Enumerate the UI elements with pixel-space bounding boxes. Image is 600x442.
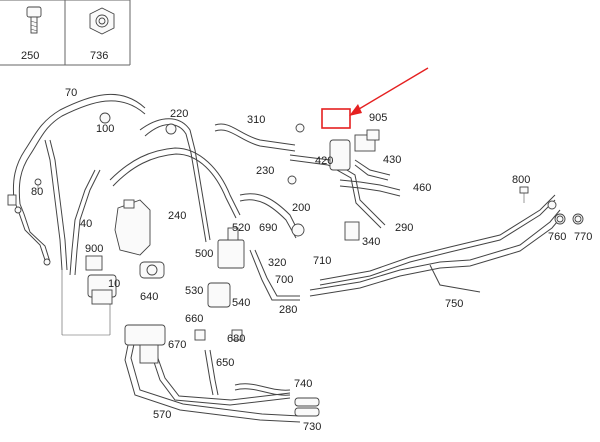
part-number-740[interactable]: 740 [294, 378, 312, 390]
part-number-520[interactable]: 520 [232, 222, 250, 234]
part-number-900[interactable]: 900 [85, 243, 103, 255]
screw-icon [26, 6, 42, 34]
part-number-430[interactable]: 430 [383, 154, 401, 166]
part-number-200[interactable]: 200 [292, 202, 310, 214]
part-number-460[interactable]: 460 [413, 182, 431, 194]
part-number-640[interactable]: 640 [140, 291, 158, 303]
part-number-690[interactable]: 690 [259, 222, 277, 234]
part-number-500[interactable]: 500 [195, 248, 213, 260]
part-number-420[interactable]: 420 [315, 155, 333, 167]
part-number-320[interactable]: 320 [268, 257, 286, 269]
legend-number[interactable]: 250 [21, 50, 39, 62]
legend-number[interactable]: 736 [90, 50, 108, 62]
part-number-670[interactable]: 670 [168, 339, 186, 351]
part-number-40[interactable]: 40 [80, 218, 92, 230]
part-number-760[interactable]: 760 [548, 231, 566, 243]
lower-assembly [124, 324, 320, 423]
highlight-arrowhead [349, 104, 362, 116]
legend: 250 736 [0, 0, 131, 66]
part-number-750[interactable]: 750 [445, 298, 463, 310]
part-number-570[interactable]: 570 [153, 409, 171, 421]
part-number-340[interactable]: 340 [362, 236, 380, 248]
part-number-280[interactable]: 280 [279, 304, 297, 316]
part-number-290[interactable]: 290 [395, 222, 413, 234]
highlight-400 [321, 67, 429, 129]
part-number-700[interactable]: 700 [275, 274, 293, 286]
part-number-680[interactable]: 680 [227, 333, 245, 345]
part-number-310[interactable]: 310 [247, 114, 265, 126]
center-assembly [109, 118, 305, 341]
highlight-box [321, 108, 351, 129]
part-number-100[interactable]: 100 [96, 123, 114, 135]
part-number-70[interactable]: 70 [65, 87, 77, 99]
part-number-530[interactable]: 530 [185, 285, 203, 297]
part-number-230[interactable]: 230 [256, 165, 274, 177]
part-number-730[interactable]: 730 [303, 421, 321, 433]
left-pipe-assembly [7, 93, 146, 336]
part-number-80[interactable]: 80 [31, 186, 43, 198]
part-number-220[interactable]: 220 [170, 108, 188, 120]
nut-icon [89, 7, 115, 35]
part-number-770[interactable]: 770 [574, 231, 592, 243]
part-number-905[interactable]: 905 [369, 112, 387, 124]
right-assembly [289, 123, 584, 297]
part-number-650[interactable]: 650 [216, 357, 234, 369]
part-number-10[interactable]: 10 [108, 278, 120, 290]
part-number-710[interactable]: 710 [313, 255, 331, 267]
part-number-540[interactable]: 540 [232, 297, 250, 309]
highlight-arrow [353, 67, 429, 113]
part-number-660[interactable]: 660 [185, 313, 203, 325]
part-labels: 70 100 80 40 900 10 220 310 230 240 200 520 690 500 32… [31, 87, 592, 433]
part-number-240[interactable]: 240 [168, 210, 186, 222]
part-number-800[interactable]: 800 [512, 174, 530, 186]
